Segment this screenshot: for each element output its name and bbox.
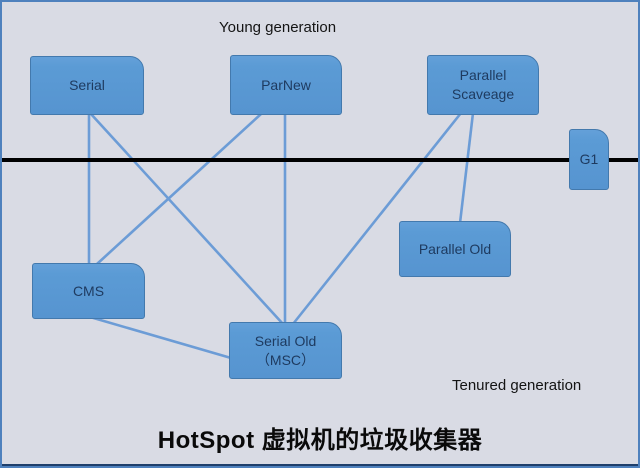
frame-bottom-edge bbox=[2, 464, 638, 466]
node-g1-label: G1 bbox=[579, 151, 599, 167]
connector-ps-serial-old bbox=[291, 112, 463, 325]
node-serial-old: Serial Old （MSC） bbox=[229, 322, 342, 379]
connector-cms-serial-old bbox=[89, 315, 232, 360]
connector-ps-parallel-old bbox=[458, 112, 475, 224]
diagram-caption: HotSpot 虚拟机的垃圾收集器 bbox=[157, 427, 483, 454]
node-parnew-label: ParNew bbox=[261, 76, 311, 93]
node-cms-label: CMS bbox=[72, 282, 105, 299]
node-parallel-old: Parallel Old bbox=[399, 221, 511, 277]
connector-serial-serial-old bbox=[90, 113, 284, 325]
node-serial-old-label-line1: Serial Old bbox=[254, 332, 317, 349]
node-parallel-scavenge: Parallel Scaveage bbox=[427, 55, 539, 115]
node-g1: G1 bbox=[569, 129, 609, 190]
young-generation-label: Young generation bbox=[219, 19, 337, 36]
node-parallel-old-label: Parallel Old bbox=[418, 240, 492, 257]
node-parnew: ParNew bbox=[230, 55, 342, 115]
node-serial-label: Serial bbox=[69, 77, 105, 93]
node-cms: CMS bbox=[32, 263, 145, 319]
tenured-generation-label: Tenured generation bbox=[452, 377, 582, 394]
node-serial: Serial bbox=[30, 56, 144, 115]
node-serial-old-label-line2: （MSC） bbox=[255, 351, 316, 368]
connector-parnew-cms bbox=[96, 113, 262, 265]
node-parallel-scavenge-label: Parallel Scaveage bbox=[451, 67, 515, 102]
